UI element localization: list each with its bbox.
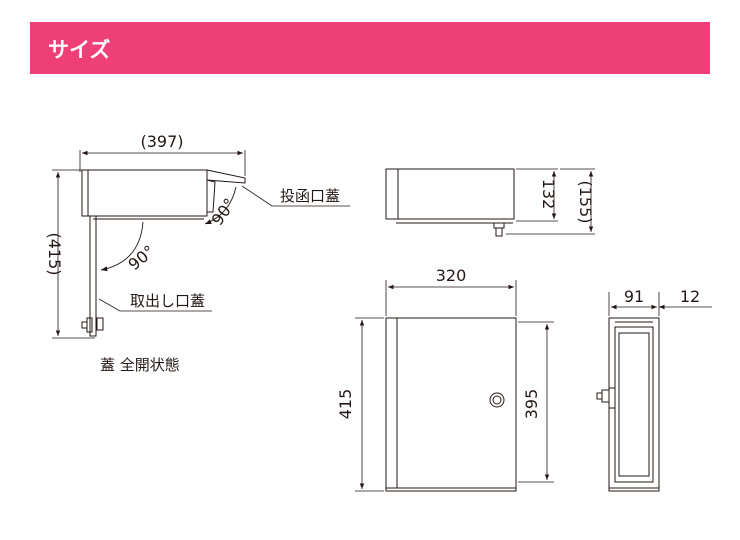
side-view xyxy=(596,292,712,492)
top-depth-total-label: (155) xyxy=(576,180,595,223)
side-open-view xyxy=(52,150,350,339)
side-width-label: (397) xyxy=(140,132,183,151)
front-view xyxy=(355,280,554,492)
side-protrusion-label: 12 xyxy=(680,287,700,306)
side-depth-label: 91 xyxy=(624,287,644,306)
front-width-label: 320 xyxy=(436,266,467,285)
front-inner-height-label: 395 xyxy=(522,389,541,420)
section-header: サイズ xyxy=(30,22,710,74)
open-state-caption: 蓋 全開状態 xyxy=(100,356,180,374)
takeout-lid-label: 取出し口蓋 xyxy=(130,292,205,310)
top-view xyxy=(385,168,595,237)
front-height-label: 415 xyxy=(336,389,355,420)
section-title: サイズ xyxy=(48,38,111,62)
lid-angle-label: 90° xyxy=(208,195,240,229)
top-depth-label: 132 xyxy=(539,179,558,210)
door-angle-label: 90° xyxy=(124,241,158,274)
side-height-label: (415) xyxy=(45,232,64,275)
slot-lid-label: 投函口蓋 xyxy=(280,187,340,205)
